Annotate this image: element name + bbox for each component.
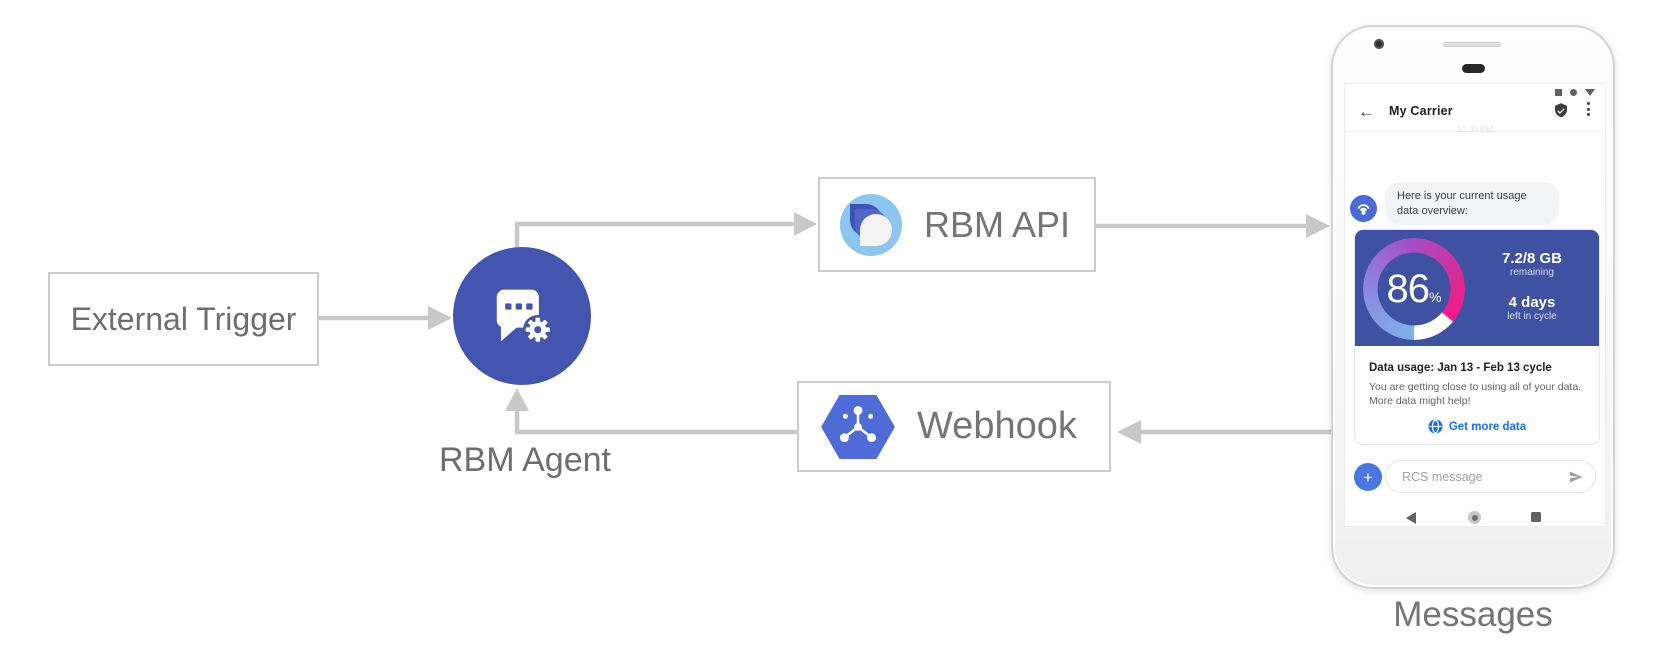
- rbm-api-node: RBM API: [818, 177, 1096, 272]
- status-circle-icon: [1570, 88, 1577, 96]
- webhook-hexagon-icon: [821, 394, 895, 459]
- cycle-label: left in cycle: [1507, 311, 1557, 322]
- status-square-icon: [1555, 88, 1562, 96]
- usage-card: 86 % 7.2/8 GB remaining 4 days left in c…: [1354, 229, 1600, 445]
- remaining-value: 7.2/8 GB: [1501, 250, 1563, 267]
- phone-screen: ← My Carrier 12:30 PM Her: [1344, 83, 1606, 527]
- overflow-menu-icon[interactable]: [1587, 102, 1590, 116]
- antenna-icon: [1357, 204, 1370, 215]
- rbm-api-label: RBM API: [924, 203, 1071, 245]
- arrowhead: [428, 306, 452, 330]
- status-triangle-icon: [1585, 88, 1595, 96]
- arrowhead: [505, 388, 529, 411]
- usage-card-gauge-panel: 86 % 7.2/8 GB remaining 4 days left in c…: [1355, 230, 1599, 346]
- faint-timestamp: 12:30 PM: [1456, 124, 1494, 134]
- android-nav-bar: [1345, 508, 1605, 528]
- plus-icon: +: [1363, 467, 1373, 487]
- arrowhead: [1117, 420, 1141, 444]
- nav-recents-icon[interactable]: [1531, 512, 1541, 522]
- messages-caption: Messages: [1393, 595, 1553, 634]
- front-camera: [1374, 39, 1384, 49]
- phone-mockup: ← My Carrier 12:30 PM Her: [1331, 25, 1615, 589]
- nav-home-icon[interactable]: [1468, 511, 1481, 524]
- gauge-percent: 86 %: [1386, 266, 1442, 311]
- webhook-label: Webhook: [917, 405, 1077, 447]
- chat-bubble-gear-icon: [496, 289, 553, 345]
- cycle-value: 4 days: [1508, 294, 1556, 311]
- arrowhead: [1306, 214, 1330, 238]
- webhook-node: Webhook: [797, 381, 1111, 472]
- conversation-title: My Carrier: [1389, 104, 1453, 118]
- agent-message-bubble: Here is your current usage data overview…: [1385, 182, 1559, 225]
- globe-icon: [1428, 419, 1443, 434]
- top-speaker-slot: [1443, 42, 1501, 47]
- usage-metrics: 7.2/8 GB remaining 4 days left in cycle: [1471, 230, 1593, 346]
- usage-card-text: You are getting close to using all of yo…: [1369, 381, 1582, 407]
- verified-shield-icon: [1553, 102, 1569, 124]
- status-bar: [1555, 87, 1595, 97]
- nav-back-icon[interactable]: [1406, 512, 1416, 524]
- arrowhead: [794, 212, 817, 236]
- attach-plus-button[interactable]: +: [1354, 463, 1382, 491]
- conversation-header: ← My Carrier: [1345, 98, 1605, 132]
- remaining-label: remaining: [1510, 267, 1554, 278]
- get-more-data-button[interactable]: Get more data: [1369, 419, 1585, 434]
- usage-card-title: Data usage: Jan 13 - Feb 13 cycle: [1369, 362, 1552, 374]
- carrier-avatar: [1350, 195, 1377, 222]
- usage-card-body: Data usage: Jan 13 - Feb 13 cycle You ar…: [1355, 346, 1599, 434]
- back-arrow-icon[interactable]: ←: [1358, 102, 1375, 121]
- rcs-message-input[interactable]: [1400, 468, 1567, 485]
- data-usage-gauge: [1363, 238, 1465, 340]
- rbm-agent-label: RBM Agent: [439, 441, 611, 479]
- message-composer: [1385, 460, 1596, 493]
- external-trigger-node: External Trigger: [48, 272, 319, 366]
- rbm-agent-node: [453, 247, 591, 385]
- arrow-webhook-to-agent: [514, 410, 797, 435]
- external-trigger-label: External Trigger: [70, 300, 297, 337]
- rbm-api-logo-icon: [840, 193, 902, 256]
- send-icon[interactable]: [1567, 469, 1585, 485]
- earpiece: [1462, 64, 1485, 73]
